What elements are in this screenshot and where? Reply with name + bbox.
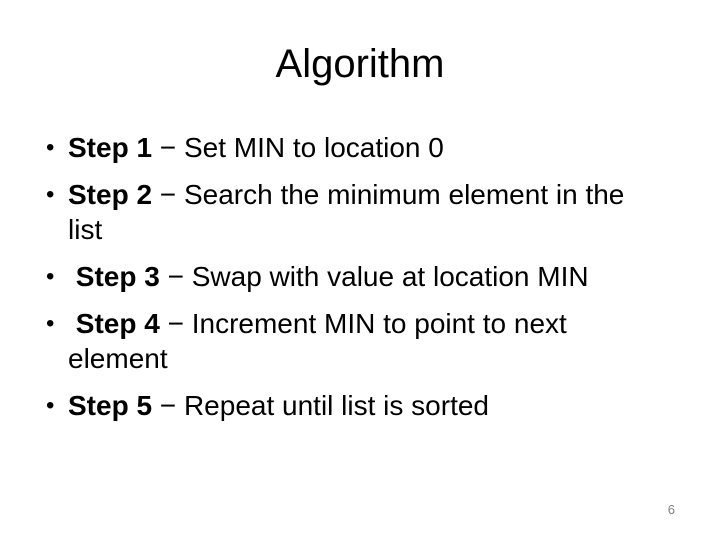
step-description: Search the minimum element in the list [68,179,625,245]
step-separator: − [152,179,184,210]
step-label: Step 2 [68,179,153,210]
step-description: Set MIN to location 0 [183,132,444,163]
page-number: 6 [667,502,675,517]
step-separator: − [159,308,192,339]
bullet-icon: • [46,310,55,337]
step-label: Step 1 [68,132,153,163]
step-description: Repeat until list is sorted [183,390,489,421]
step-separator: − [152,390,184,421]
bullet-list: • Step 1 − Set MIN to location 0 • Step 2 … [46,130,646,435]
bullet-item-step-3: • Step 3 − Swap with value at location M… [46,259,646,294]
step-label: Step 5 [68,390,153,421]
step-label: Step 4 [68,308,160,339]
bullet-item-step-2: • Step 2 − Search the minimum element in … [46,177,646,247]
bullet-item-step-1: • Step 1 − Set MIN to location 0 [46,130,646,165]
bullet-icon: • [46,134,55,161]
bullet-icon: • [46,263,55,290]
bullet-item-step-5: • Step 5 − Repeat until list is sorted [46,388,646,423]
bullet-item-step-4: • Step 4 − Increment MIN to point to nex… [46,306,646,376]
bullet-icon: • [46,181,55,208]
step-separator: − [159,261,192,292]
step-label: Step 3 [68,261,160,292]
slide-title: Algorithm [275,42,445,86]
bullet-icon: • [46,392,55,419]
step-description: Increment MIN to point to next element [68,308,567,374]
step-separator: − [152,132,184,163]
step-description: Swap with value at location MIN [191,261,589,292]
